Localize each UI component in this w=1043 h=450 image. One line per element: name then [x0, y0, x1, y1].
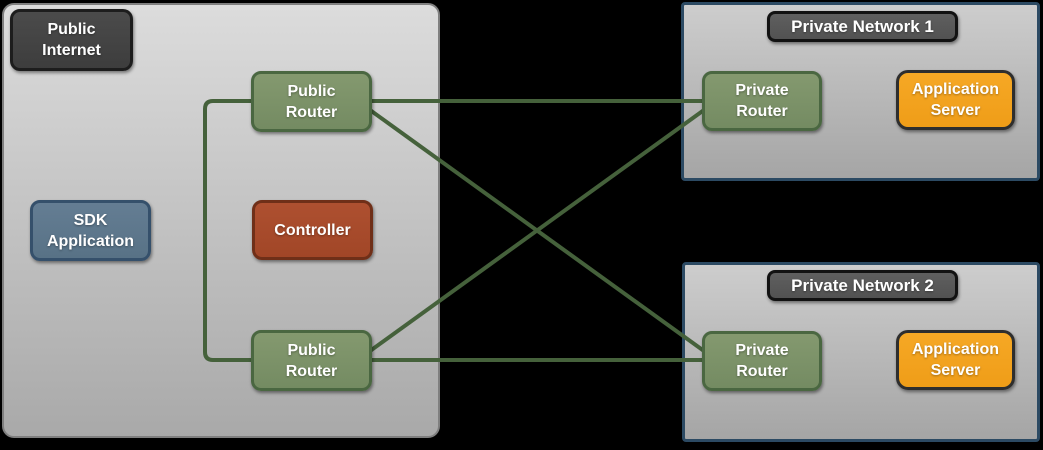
private-router-2-node: Private Router — [702, 331, 822, 391]
public-router-top-node: Public Router — [251, 71, 372, 132]
controller-node: Controller — [252, 200, 373, 260]
public-router-top-label: Public Router — [285, 82, 338, 121]
application-server-2-label: Application Server — [911, 341, 1000, 379]
private-network-1-label: Private Network 1 — [791, 17, 934, 36]
private-network-2-label-badge: Private Network 2 — [767, 270, 958, 301]
link-public-router-bottom-to-private-router-1 — [368, 108, 706, 353]
application-server-2-node: Application Server — [896, 330, 1015, 390]
private-router-1-node: Private Router — [702, 71, 822, 131]
private-network-1-label-badge: Private Network 1 — [767, 11, 958, 42]
public-internet-label: Public Internet — [42, 21, 101, 59]
public-internet-label-badge: Public Internet — [10, 9, 133, 71]
public-router-bottom-label: Public Router — [285, 341, 338, 380]
public-router-bottom-node: Public Router — [251, 330, 372, 391]
controller-label: Controller — [274, 221, 351, 239]
application-server-1-node: Application Server — [896, 70, 1015, 130]
private-network-2-label: Private Network 2 — [791, 276, 934, 295]
application-server-1-label: Application Server — [911, 81, 1000, 119]
link-public-router-top-to-public-router-bottom — [203, 99, 253, 362]
private-router-1-label: Private Router — [735, 82, 789, 120]
sdk-application-node: SDK Application — [30, 200, 151, 261]
sdk-application-label: SDK Application — [46, 211, 135, 250]
private-router-2-label: Private Router — [735, 342, 789, 380]
